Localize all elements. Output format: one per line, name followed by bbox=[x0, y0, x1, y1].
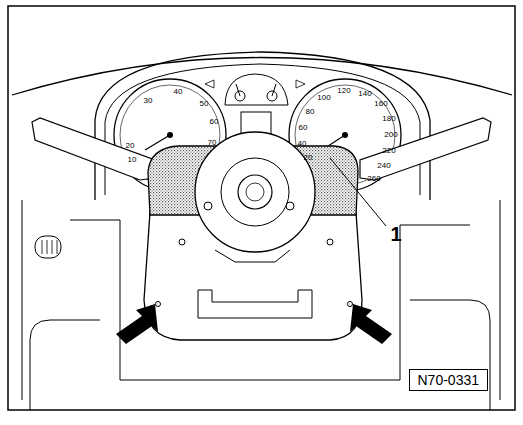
gauge-number: 40 bbox=[298, 140, 307, 148]
gauge-number: 260 bbox=[367, 175, 380, 183]
gauge-number: 50 bbox=[200, 100, 209, 108]
gauge-number: 10 bbox=[128, 156, 137, 164]
gauge-number: 200 bbox=[384, 131, 397, 139]
gauge-number: 70 bbox=[208, 139, 217, 147]
gauge-number: 20 bbox=[126, 142, 135, 150]
gauge-number: 20 bbox=[304, 154, 313, 162]
gauge-number: 180 bbox=[382, 115, 395, 123]
gauge-number: 100 bbox=[317, 94, 330, 102]
gauge-number: 60 bbox=[210, 118, 219, 126]
gauge-number: 60 bbox=[299, 124, 308, 132]
gauge-number: 140 bbox=[358, 90, 371, 98]
callout-number: 1 bbox=[390, 224, 401, 244]
gauge-number: 40 bbox=[174, 88, 183, 96]
gauge-number: 220 bbox=[382, 147, 395, 155]
gauge-number: 240 bbox=[377, 162, 390, 170]
gauge-number: 30 bbox=[144, 97, 153, 105]
figure-number-box: N70-0331 bbox=[409, 369, 489, 391]
gauge-number: 120 bbox=[337, 87, 350, 95]
gauge-number: 80 bbox=[306, 108, 315, 116]
gauge-number: 160 bbox=[374, 100, 387, 108]
figure-number: N70-0331 bbox=[418, 372, 480, 388]
